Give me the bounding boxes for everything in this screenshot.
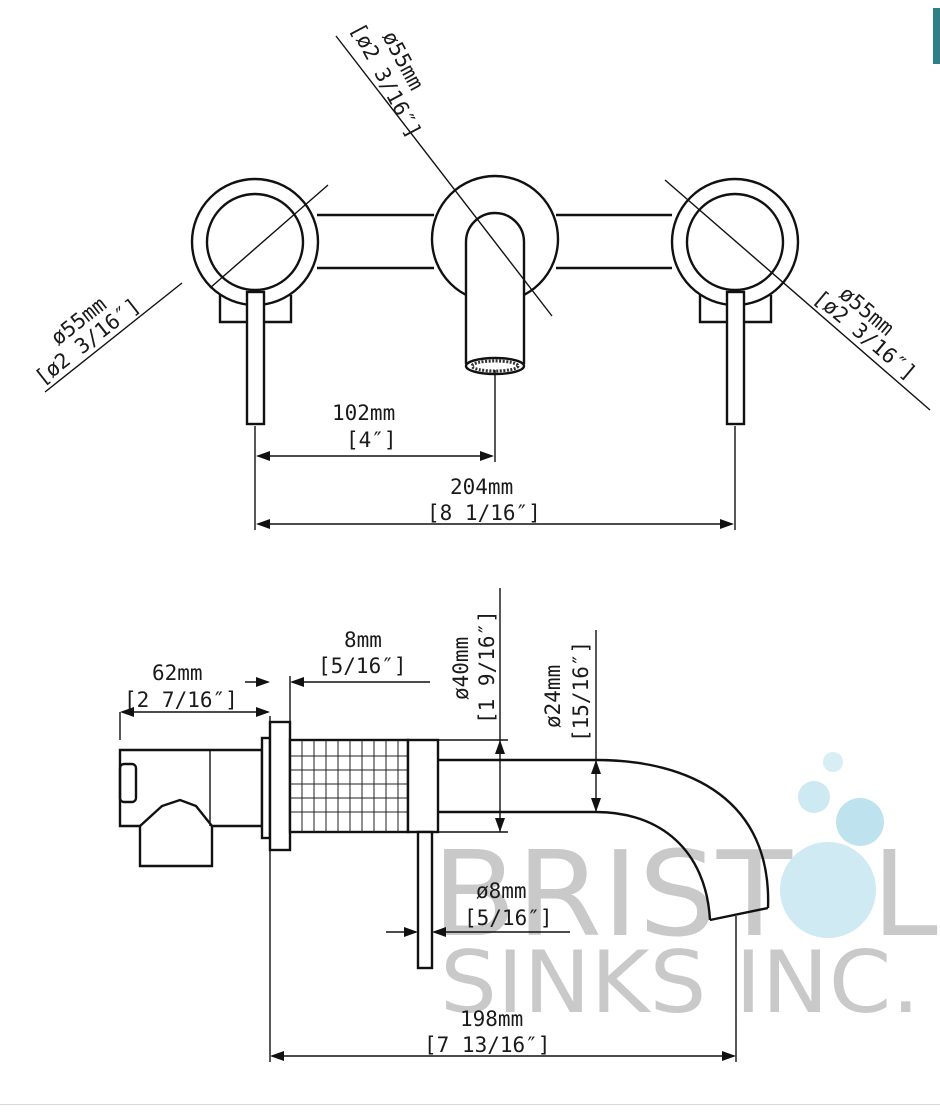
label-half-spacing-mm: 102mm bbox=[332, 401, 395, 425]
right-handle-rose bbox=[670, 177, 800, 426]
watermark-line1: BRIST bbox=[432, 825, 793, 963]
side-view: 62mm [2 7/16″] 8mm [5/16″] ø40mm [1 9/16… bbox=[118, 588, 770, 1062]
watermark: BRIST L SINKS INC. bbox=[432, 752, 938, 1033]
top-view: ø55mm [ø2 3/16″] ø55mm [ø2 3/16″] ø55mm … bbox=[30, 19, 931, 530]
knurl-pattern bbox=[290, 740, 408, 832]
spout-rose bbox=[430, 174, 560, 376]
label-reach-mm: 198mm bbox=[460, 1007, 523, 1031]
label-spout-diameter-mm: ø24mm bbox=[541, 665, 565, 728]
bottom-divider bbox=[0, 1104, 940, 1105]
label-rose-diameter-mm: ø40mm bbox=[449, 637, 473, 700]
label-lever-inch: [5/16″] bbox=[464, 906, 553, 930]
label-full-spacing-mm: 204mm bbox=[450, 475, 513, 499]
watermark-line1-tail: L bbox=[872, 825, 938, 963]
watermark-logo-bubble-large bbox=[780, 842, 876, 938]
left-handle-rose bbox=[190, 177, 320, 426]
label-plate-mm: 8mm bbox=[344, 628, 382, 652]
label-plate-inch: [5/16″] bbox=[318, 654, 407, 678]
watermark-logo-bubble-tiny bbox=[823, 752, 843, 772]
label-body-depth-mm: 62mm bbox=[152, 661, 203, 685]
label-spout-diameter-inch: [15/16″] bbox=[569, 641, 593, 742]
watermark-logo-bubble-medium bbox=[836, 798, 884, 846]
accent-bar bbox=[933, 8, 940, 64]
label-full-spacing-inch: [8 1/16″] bbox=[427, 501, 541, 525]
label-body-depth-inch: [2 7/16″] bbox=[124, 688, 238, 712]
label-half-spacing-inch: [4″] bbox=[346, 428, 397, 452]
label-rose-diameter-inch: [1 9/16″] bbox=[475, 610, 499, 724]
watermark-logo-bubble-small bbox=[798, 781, 830, 813]
watermark-line2: SINKS INC. bbox=[440, 933, 920, 1033]
label-lever-mm: ø8mm bbox=[476, 879, 527, 903]
label-reach-inch: [7 13/16″] bbox=[424, 1033, 550, 1057]
